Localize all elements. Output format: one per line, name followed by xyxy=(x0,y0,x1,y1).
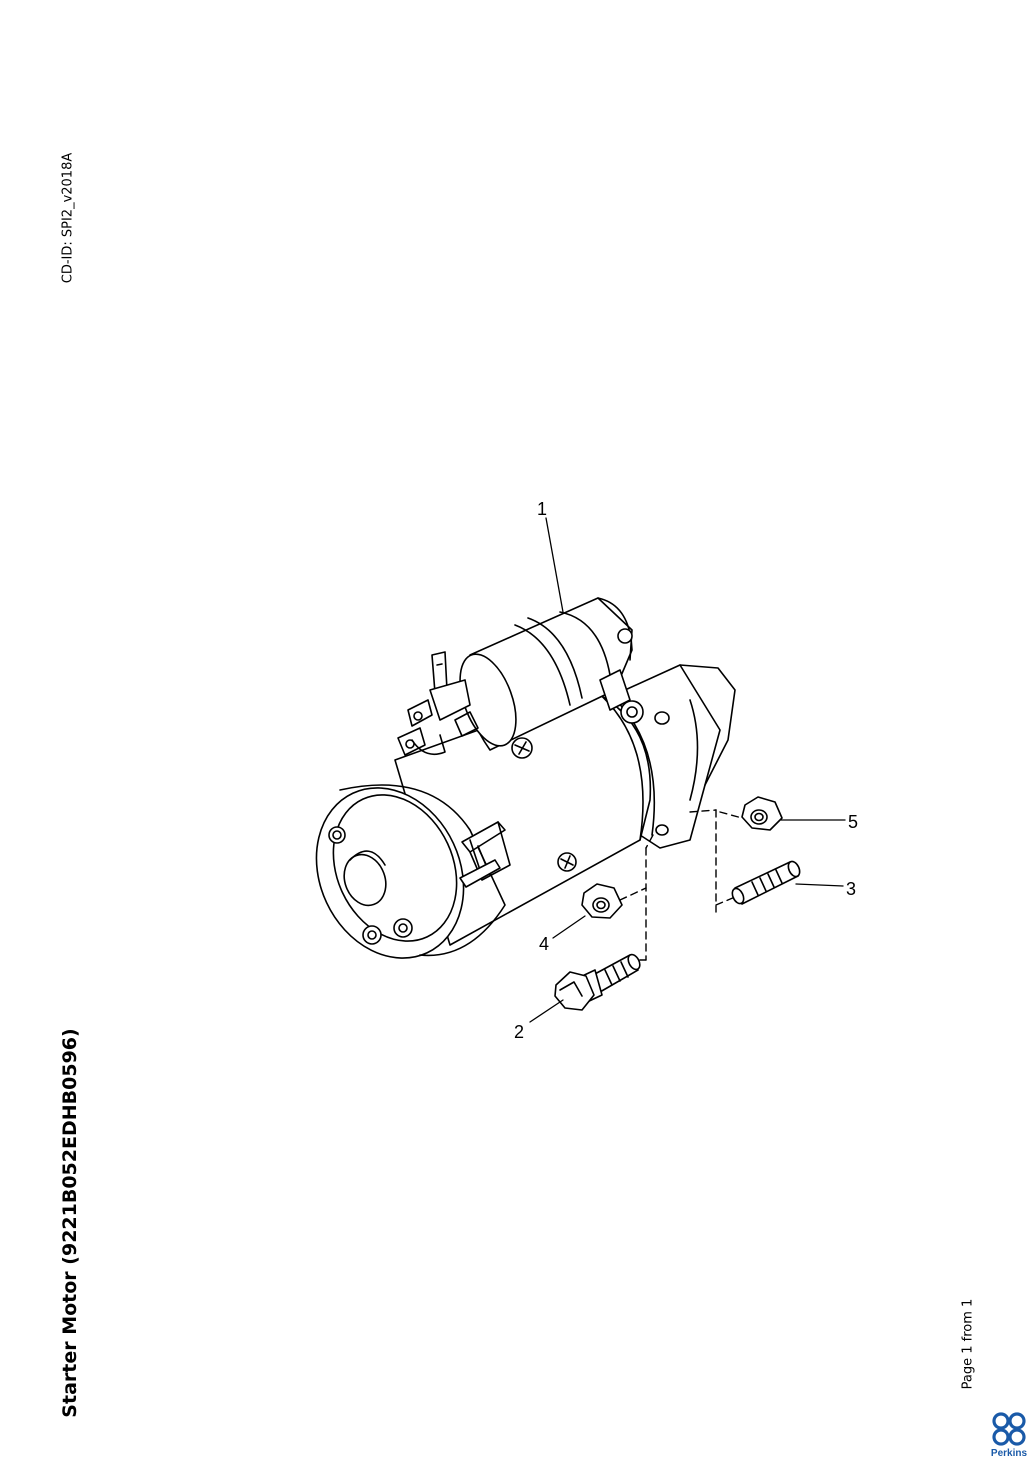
perkins-logo-icon xyxy=(992,1412,1026,1446)
leader-lines xyxy=(529,517,846,1023)
callout-1: 1 xyxy=(537,499,547,519)
part-3-stud xyxy=(731,860,801,905)
part-2-bolt xyxy=(554,953,641,1011)
perkins-logo: Perkins xyxy=(988,1411,1030,1461)
end-cover xyxy=(315,784,506,959)
part-5-nut xyxy=(741,796,783,831)
perkins-logo-text: Perkins xyxy=(990,1448,1028,1459)
solenoid-terminals xyxy=(397,651,479,756)
brush-bracket xyxy=(459,821,511,888)
callout-4: 4 xyxy=(539,934,549,954)
assembly-dashed-lines xyxy=(619,809,743,961)
callout-3: 3 xyxy=(846,879,856,899)
callout-2: 2 xyxy=(514,1022,524,1042)
callout-5: 5 xyxy=(848,812,858,832)
part-4-nut xyxy=(581,883,623,919)
solenoid xyxy=(459,597,644,751)
